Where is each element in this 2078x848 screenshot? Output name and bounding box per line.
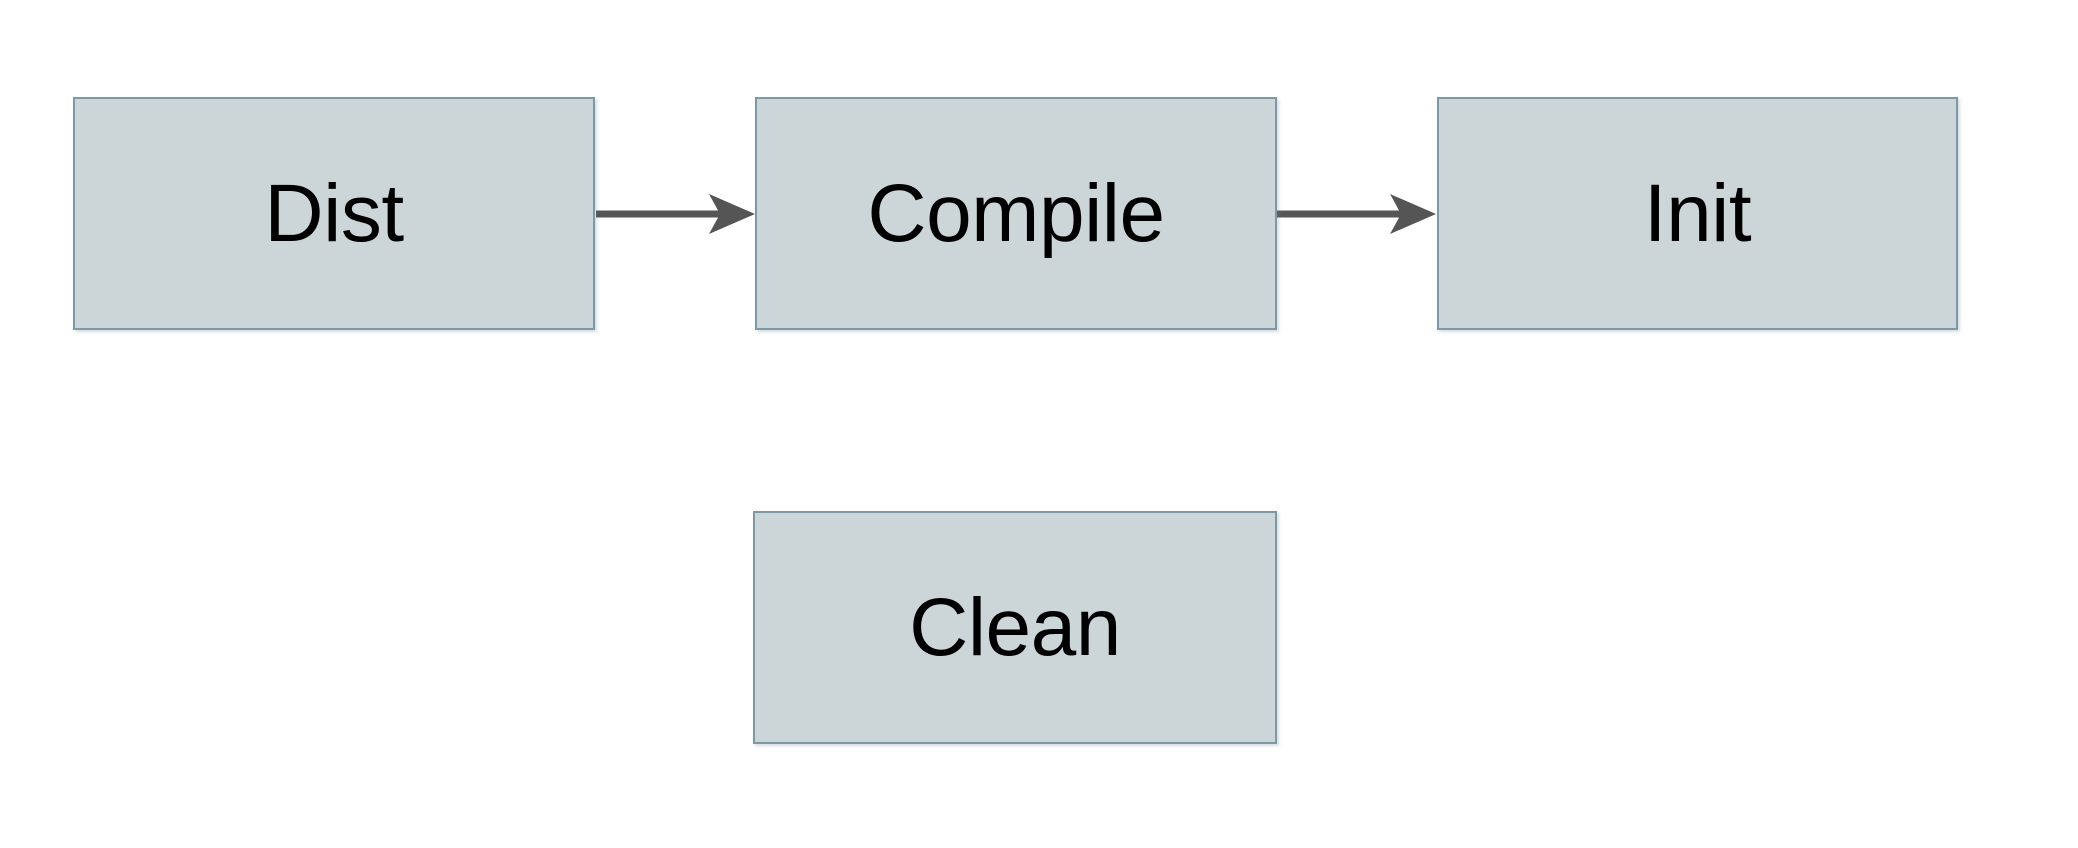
node-dist[interactable]: Dist bbox=[73, 97, 595, 330]
node-clean-label: Clean bbox=[909, 581, 1121, 673]
node-init[interactable]: Init bbox=[1437, 97, 1958, 330]
node-init-label: Init bbox=[1643, 167, 1752, 259]
edge-compile-to-init bbox=[1277, 194, 1436, 234]
edge-dist-to-compile bbox=[596, 194, 755, 234]
node-compile-label: Compile bbox=[867, 167, 1165, 259]
edge-compile-to-init-arrowhead bbox=[1390, 194, 1436, 234]
node-clean[interactable]: Clean bbox=[753, 511, 1277, 744]
node-compile[interactable]: Compile bbox=[755, 97, 1277, 330]
edge-dist-to-compile-arrowhead bbox=[709, 194, 755, 234]
node-dist-label: Dist bbox=[264, 167, 404, 259]
